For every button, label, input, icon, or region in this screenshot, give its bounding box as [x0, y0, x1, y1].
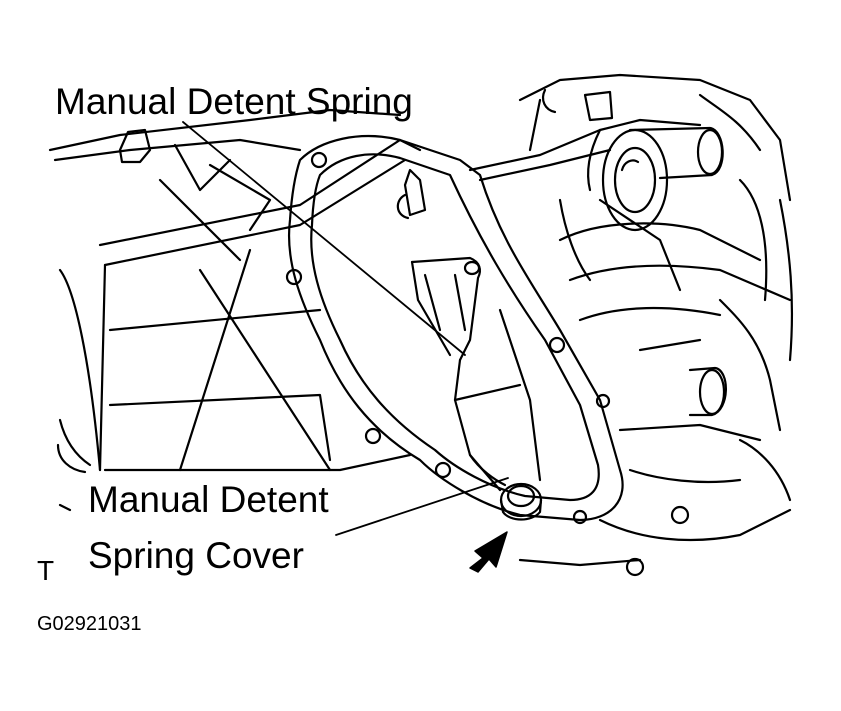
- figure-code: G02921031: [37, 613, 142, 635]
- left-housing: [50, 110, 420, 510]
- valve-body-flange: [287, 136, 623, 523]
- leader-line-spring: [183, 122, 465, 355]
- arrow-icon: [470, 532, 507, 572]
- leader-lines: [183, 122, 508, 535]
- corner-letter: T: [37, 555, 55, 586]
- callout-cover-line2: Spring Cover: [88, 535, 304, 576]
- callout-manual-detent-spring: Manual Detent Spring: [55, 81, 413, 122]
- transmission-case: [470, 75, 792, 575]
- manual-detent-spring-cover-bolt: [501, 484, 541, 520]
- leader-line-cover: [336, 478, 508, 535]
- callout-cover-line1: Manual Detent: [88, 479, 329, 520]
- manual-detent-spring-part: [412, 258, 540, 490]
